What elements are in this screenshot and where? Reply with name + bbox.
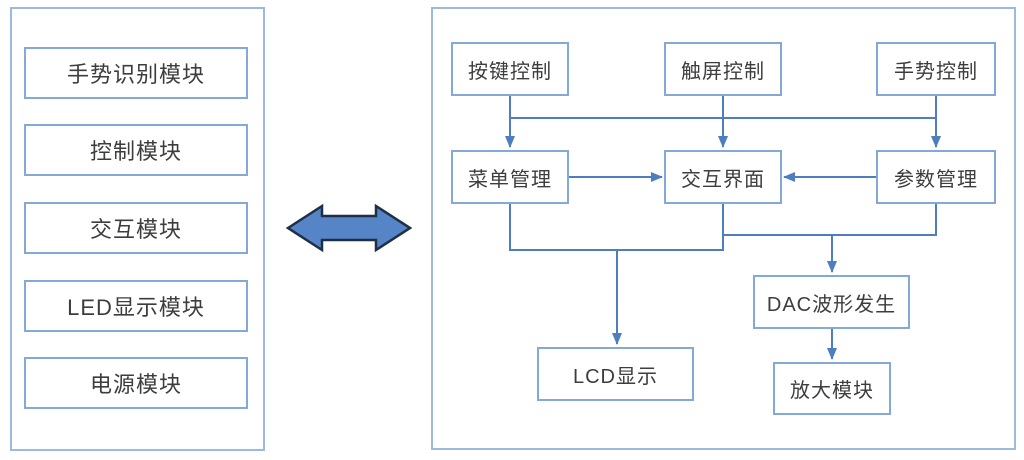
node-menu-management: 菜单管理 — [451, 150, 569, 204]
node-label: 参数管理 — [894, 168, 978, 191]
node-label: LED显示模块 — [67, 295, 205, 320]
node-label: 触屏控制 — [681, 60, 765, 83]
node-label: DAC波形发生 — [766, 293, 897, 316]
node-dac-waveform-generation: DAC波形发生 — [753, 275, 910, 329]
node-led-display-module: LED显示模块 — [24, 280, 248, 332]
node-interactive-ui: 交互界面 — [664, 150, 782, 204]
node-label: 交互模块 — [89, 217, 182, 242]
node-label: 手势识别模块 — [66, 62, 205, 87]
node-label: 控制模块 — [89, 139, 182, 164]
node-label: 交互界面 — [681, 168, 765, 191]
node-touch-control: 触屏控制 — [664, 42, 782, 96]
node-lcd-display: LCD显示 — [537, 347, 694, 401]
node-label: 手势控制 — [894, 60, 978, 83]
node-key-control: 按键控制 — [451, 42, 569, 96]
node-amplifier-module: 放大模块 — [773, 362, 891, 415]
node-label: 放大模块 — [790, 380, 874, 402]
node-label: 菜单管理 — [468, 168, 552, 191]
node-power-module: 电源模块 — [24, 357, 248, 409]
node-interaction-module: 交互模块 — [24, 202, 248, 254]
node-parameter-management: 参数管理 — [876, 150, 996, 204]
node-label: 按键控制 — [468, 60, 552, 83]
bidirectional-arrow-icon — [286, 203, 412, 253]
node-gesture-recognition-module: 手势识别模块 — [24, 47, 248, 99]
node-label: 电源模块 — [89, 372, 182, 397]
node-control-module: 控制模块 — [24, 124, 248, 176]
node-label: LCD显示 — [572, 365, 658, 388]
node-gesture-control: 手势控制 — [876, 42, 996, 96]
